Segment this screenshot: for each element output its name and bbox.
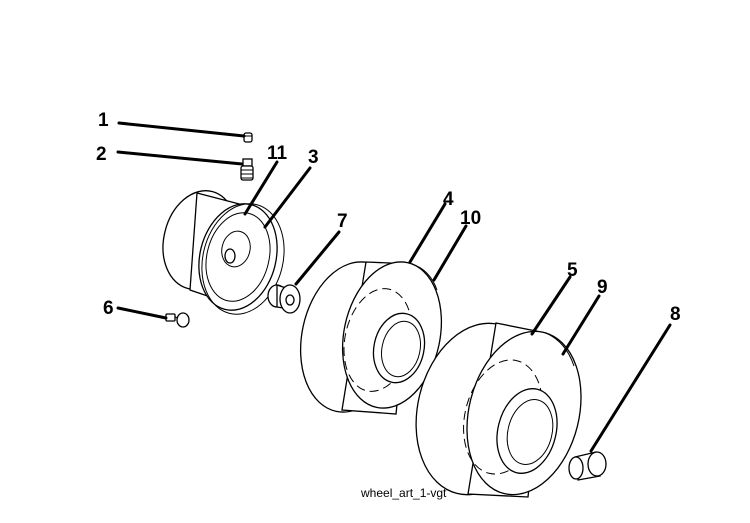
leader-4 [408, 202, 447, 264]
leader-lines [116, 121, 672, 453]
leader-10 [432, 224, 468, 282]
part-8-hub-cap [568, 451, 607, 481]
callout-6: 6 [103, 298, 114, 319]
callout-8: 8 [670, 304, 681, 325]
leader-1 [117, 121, 246, 138]
callout-7: 7 [337, 211, 348, 232]
leader-11 [243, 160, 279, 216]
part-9-rear-tube [545, 332, 575, 367]
callout-1: 1 [98, 110, 109, 131]
part-3-retainer-ring [201, 203, 285, 315]
part-10-front-tube [411, 263, 438, 291]
leader-7 [294, 230, 341, 286]
part-7-bushing [267, 284, 301, 314]
leader-9 [561, 294, 601, 356]
leader-8 [589, 323, 672, 453]
callout-3: 3 [308, 147, 319, 168]
callout-4: 4 [443, 189, 454, 210]
callout-5: 5 [567, 260, 578, 281]
part-4-front-tire [299, 261, 443, 415]
callout-10: 10 [460, 208, 481, 229]
part-6-grease-fitting [165, 312, 190, 328]
leader-6 [116, 306, 168, 320]
leader-5 [530, 275, 572, 336]
figure-caption: wheel_art_1-vgt [360, 486, 447, 500]
part-5-rear-tire [415, 322, 582, 498]
part-1-valve-cap [243, 132, 253, 143]
callout-numbers: 1 2 3 4 5 6 7 8 9 10 11 [96, 110, 681, 325]
part-2-valve-stem [240, 158, 254, 181]
callout-2: 2 [96, 144, 107, 165]
leader-2 [116, 150, 244, 166]
callout-11: 11 [267, 143, 288, 164]
callout-9: 9 [597, 277, 608, 298]
part-11-wheel-rim [162, 190, 278, 311]
leader-3 [263, 166, 312, 229]
